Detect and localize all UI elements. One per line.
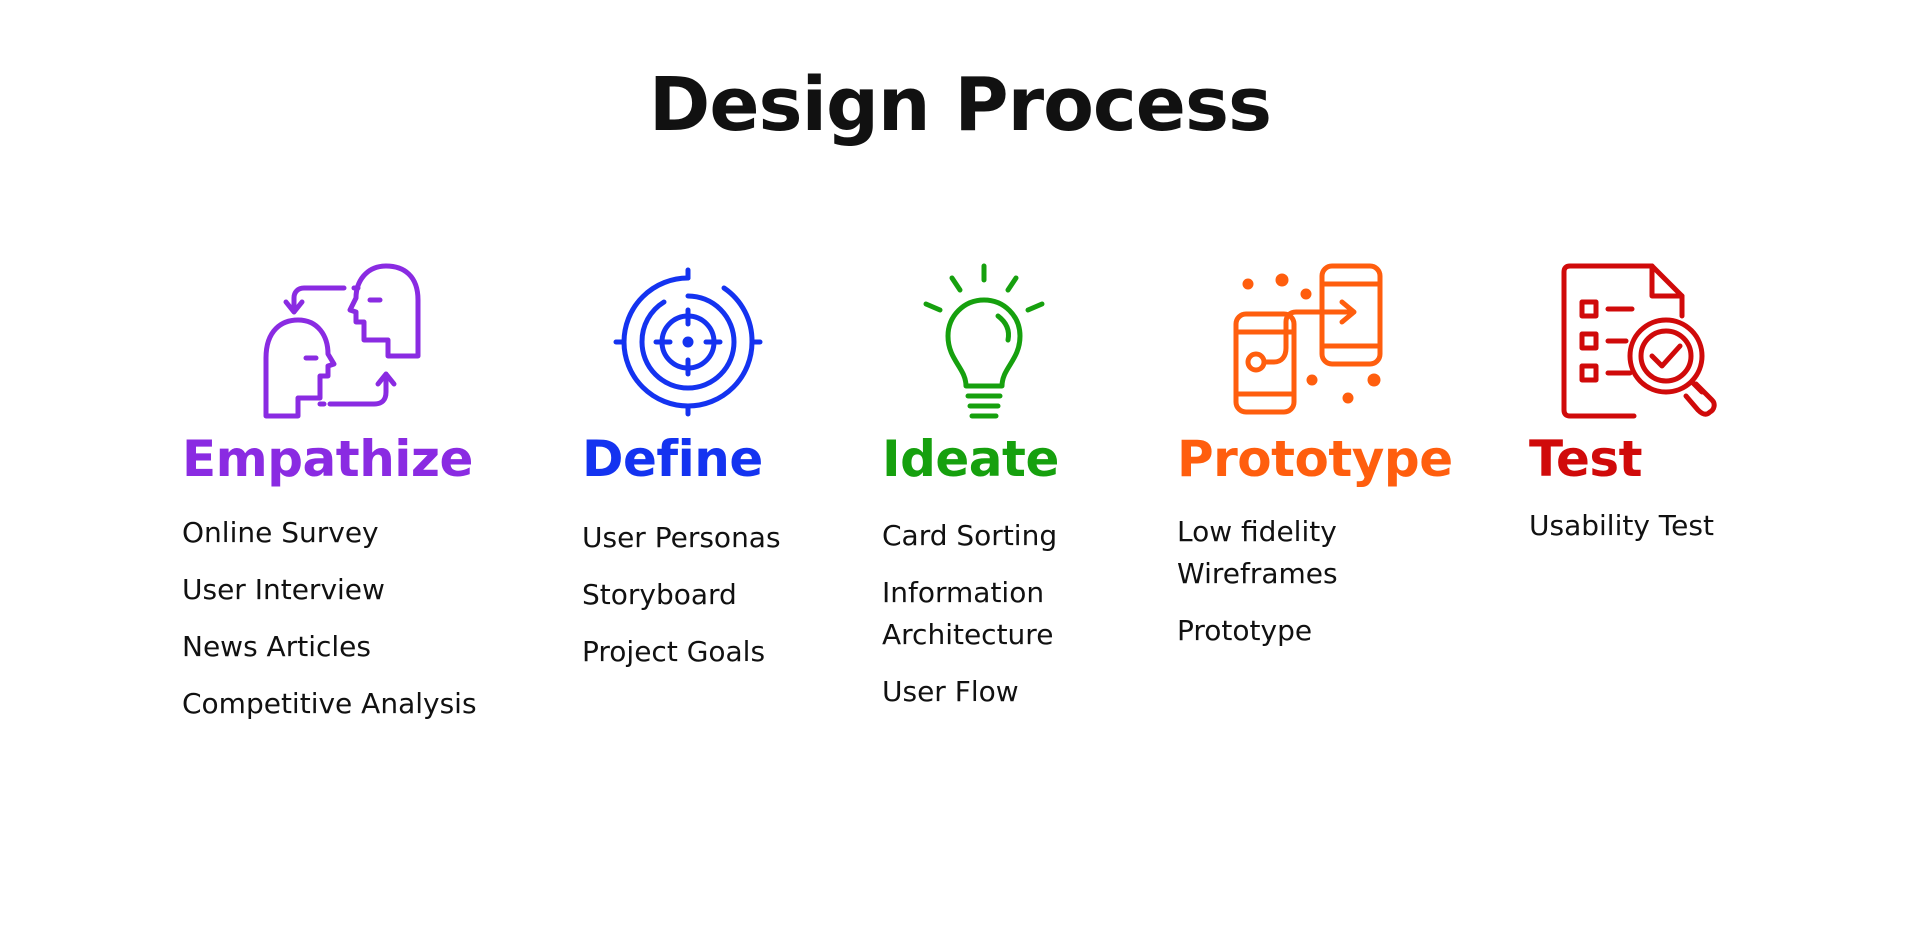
list-item: Low fidelity Wireframes: [1177, 515, 1338, 590]
stage-title: Prototype: [1177, 430, 1453, 488]
list-item: User Personas: [582, 521, 781, 554]
lightbulb-icon: [900, 258, 1068, 426]
list-item: Competitive Analysis: [182, 687, 477, 720]
list-item: Usability Test: [1529, 509, 1714, 542]
stage-title: Test: [1529, 430, 1643, 488]
two-heads-exchange-icon: [258, 258, 426, 426]
list-item: Information Architecture: [882, 576, 1054, 651]
stage-item-list: User Personas Storyboard Project Goals: [582, 517, 781, 688]
stage-title: Ideate: [882, 430, 1059, 488]
page-title: Design Process: [648, 62, 1272, 148]
list-item: Online Survey: [182, 516, 379, 549]
linked-phones-icon: [1226, 258, 1394, 426]
list-item: Project Goals: [582, 635, 766, 668]
target-crosshair-icon: [604, 258, 772, 426]
list-item: User Flow: [882, 675, 1019, 708]
document-magnifier-check-icon: [1556, 258, 1724, 426]
stage-test: Test Usability Test: [0, 0, 1717, 542]
stage-define: Define User Personas Storyboard Project …: [0, 0, 781, 668]
list-item: Storyboard: [582, 578, 737, 611]
stage-item-list: Usability Test: [1529, 505, 1714, 562]
list-item: Card Sorting: [882, 519, 1058, 552]
stage-item-list: Online Survey User Interview News Articl…: [182, 512, 477, 740]
list-item: Prototype: [1177, 614, 1313, 647]
list-item: User Interview: [182, 573, 385, 606]
stage-item-list: Card Sorting Information Architecture Us…: [882, 515, 1092, 728]
stage-prototype: Prototype Low fidelity Wireframes Protot…: [0, 0, 1453, 647]
stage-item-list: Low fidelity Wireframes Prototype: [1177, 511, 1377, 667]
stage-title: Define: [582, 430, 763, 488]
list-item: News Articles: [182, 630, 371, 663]
stage-empathize: Empathize Online Survey User Interview N…: [0, 0, 477, 720]
stage-ideate: Ideate Card Sorting Information Architec…: [0, 0, 1059, 708]
stage-title: Empathize: [182, 430, 473, 488]
